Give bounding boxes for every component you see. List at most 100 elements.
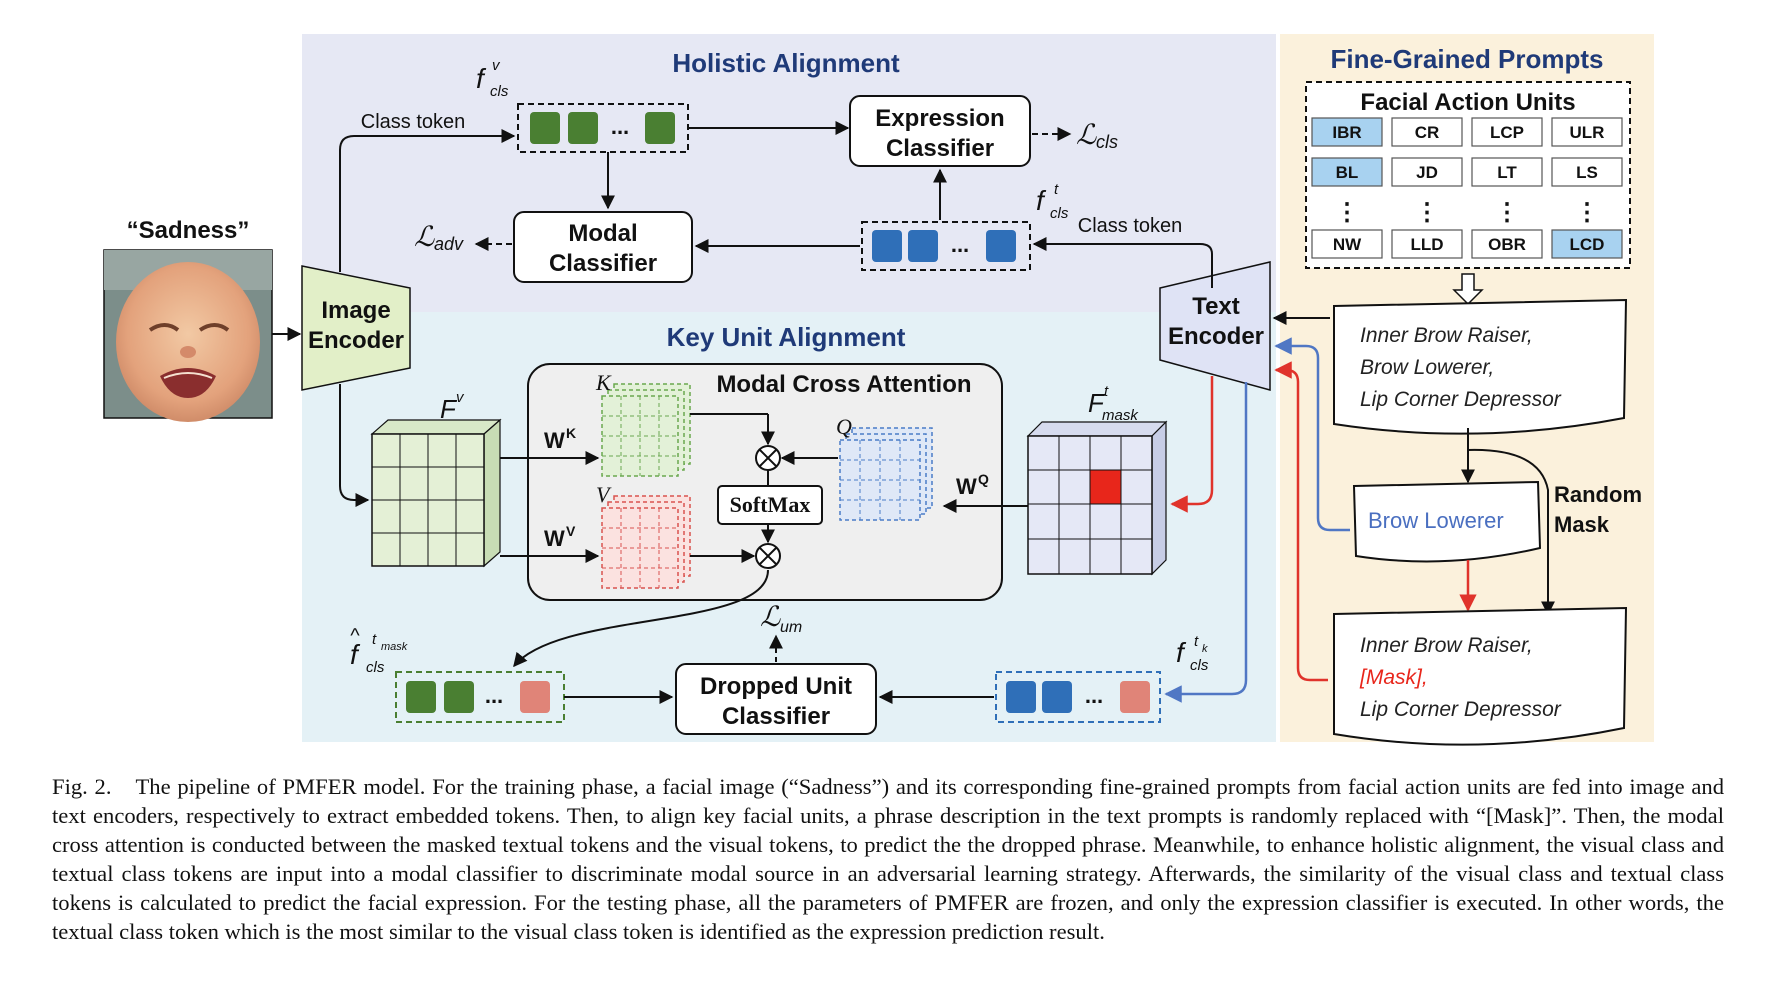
selected-phrase-document bbox=[1352, 480, 1542, 563]
text-encoder-to-class-token-arrow bbox=[1032, 237, 1213, 288]
unit-token-group bbox=[995, 671, 1161, 723]
svg-text:cls: cls bbox=[1096, 132, 1118, 152]
value-stack bbox=[601, 495, 691, 589]
au-to-prompt-arrow bbox=[1452, 273, 1484, 306]
svg-text:v: v bbox=[492, 57, 501, 74]
modal-classifier-label-2: Classifier bbox=[549, 250, 657, 277]
query-stack bbox=[839, 427, 933, 521]
masked-cell bbox=[1090, 470, 1121, 504]
loss-um: ℒ um bbox=[760, 601, 802, 636]
softmax-label: SoftMax bbox=[730, 492, 811, 517]
expression-classifier-label-2: Classifier bbox=[886, 135, 994, 162]
figure-label: Fig. 2. bbox=[52, 774, 112, 799]
masked-prompt-document bbox=[1333, 606, 1628, 746]
svg-text:ℒ: ℒ bbox=[1076, 119, 1097, 150]
visual-feature-symbol: F v bbox=[440, 389, 465, 424]
dropped-unit-classifier-label-1: Dropped Unit bbox=[700, 673, 852, 700]
visual-token bbox=[645, 112, 675, 144]
masked-text-feature-symbol: F t mask bbox=[1088, 383, 1139, 424]
figure-caption-text: The pipeline of PMFER model. For the tra… bbox=[52, 774, 1725, 944]
action-unit-label: LS bbox=[1576, 163, 1598, 182]
svg-text:cls: cls bbox=[366, 659, 385, 676]
visual-token bbox=[568, 112, 598, 144]
text-class-token-symbol: f t cls bbox=[1036, 181, 1069, 222]
text-encoder bbox=[1159, 261, 1271, 391]
key-label: K bbox=[595, 370, 612, 395]
predicted-token-ellipsis: ... bbox=[485, 683, 503, 708]
action-unit-cell bbox=[1311, 157, 1383, 187]
visual-token bbox=[530, 112, 560, 144]
unit-token bbox=[1042, 681, 1072, 713]
svg-text:cls: cls bbox=[1190, 657, 1209, 674]
svg-text:mask: mask bbox=[381, 641, 408, 653]
masked-text-feature-map bbox=[1026, 420, 1168, 576]
masked-prompt-line-1: Inner Brow Raiser, bbox=[1360, 634, 1533, 657]
svg-text:F: F bbox=[1088, 388, 1106, 418]
svg-text:Q: Q bbox=[978, 471, 989, 487]
random-mask-label-2: Mask bbox=[1554, 512, 1610, 537]
svg-text:t: t bbox=[1104, 383, 1109, 400]
masked-prompt-line-2: [Mask], bbox=[1359, 666, 1428, 689]
action-unit-label: BL bbox=[1336, 163, 1359, 182]
holistic-alignment-panel bbox=[302, 34, 1276, 312]
svg-text:W: W bbox=[544, 428, 565, 453]
input-label: “Sadness” bbox=[127, 217, 250, 244]
text-token-ellipsis: ... bbox=[951, 232, 969, 257]
text-encoder-label-1: Text bbox=[1192, 293, 1240, 320]
image-encoder-label-1: Image bbox=[321, 297, 390, 324]
svg-text:k: k bbox=[1202, 643, 1208, 655]
modal-classifier bbox=[513, 211, 693, 283]
random-mask-arrow bbox=[1467, 448, 1555, 616]
expression-classifier bbox=[849, 95, 1031, 167]
wq-label: W Q bbox=[956, 471, 989, 499]
predicted-token bbox=[444, 681, 474, 713]
random-mask-label-1: Random bbox=[1554, 482, 1642, 507]
svg-text:f: f bbox=[1036, 185, 1047, 216]
action-unit-label: NW bbox=[1333, 235, 1362, 254]
image-encoder-label-2: Encoder bbox=[308, 327, 404, 354]
predicted-token bbox=[406, 681, 436, 713]
softmax-box bbox=[717, 485, 823, 525]
image-encoder bbox=[301, 265, 411, 391]
action-unit-label: ULR bbox=[1570, 123, 1605, 142]
input-face-image bbox=[103, 249, 273, 422]
pipeline-diagram: Holistic Alignment Key Unit Alignment Fi… bbox=[103, 34, 1654, 746]
unit-token-symbol: f t k cls bbox=[1176, 633, 1209, 674]
unit-token-mask bbox=[1120, 681, 1150, 713]
action-unit-vdots: ⋮ bbox=[1575, 199, 1599, 226]
action-unit-vdots: ⋮ bbox=[1415, 199, 1439, 226]
svg-text:v: v bbox=[456, 389, 465, 406]
dropped-unit-classifier bbox=[675, 663, 877, 735]
svg-text:V: V bbox=[566, 523, 576, 539]
value-label: V bbox=[596, 482, 612, 507]
action-unit-label: LCD bbox=[1570, 235, 1605, 254]
loss-adv: ℒ adv bbox=[414, 221, 464, 254]
action-unit-cell bbox=[1551, 117, 1623, 147]
modal-classifier-label-1: Modal bbox=[568, 220, 637, 247]
action-unit-label: OBR bbox=[1488, 235, 1526, 254]
svg-text:ℒ: ℒ bbox=[414, 221, 435, 252]
action-unit-cell bbox=[1551, 157, 1623, 187]
svg-text:F: F bbox=[440, 394, 458, 424]
svg-text:cls: cls bbox=[1050, 205, 1069, 222]
svg-text:cls: cls bbox=[490, 83, 509, 100]
figure-caption: Fig. 2.The pipeline of PMFER model. For … bbox=[52, 772, 1724, 946]
holistic-alignment-title: Holistic Alignment bbox=[672, 48, 900, 78]
svg-text:t: t bbox=[1054, 181, 1059, 198]
expression-classifier-label-1: Expression bbox=[875, 105, 1004, 132]
action-unit-cell bbox=[1551, 229, 1623, 259]
svg-text:K: K bbox=[566, 425, 576, 441]
full-prompt-document bbox=[1333, 298, 1628, 435]
action-unit-cell bbox=[1391, 229, 1463, 259]
selected-phrase-to-encoder-arrow bbox=[1274, 337, 1350, 532]
svg-text:adv: adv bbox=[434, 234, 464, 254]
action-unit-label: LT bbox=[1497, 163, 1517, 182]
action-unit-cell bbox=[1391, 157, 1463, 187]
text-token bbox=[908, 230, 938, 262]
svg-text:W: W bbox=[544, 526, 565, 551]
svg-text:um: um bbox=[780, 619, 802, 636]
loss-cls: ℒ cls bbox=[1076, 119, 1118, 152]
image-encoder-to-class-token-arrow bbox=[339, 129, 516, 272]
wv-label: W V bbox=[544, 523, 576, 551]
svg-text:ℒ: ℒ bbox=[760, 601, 781, 632]
